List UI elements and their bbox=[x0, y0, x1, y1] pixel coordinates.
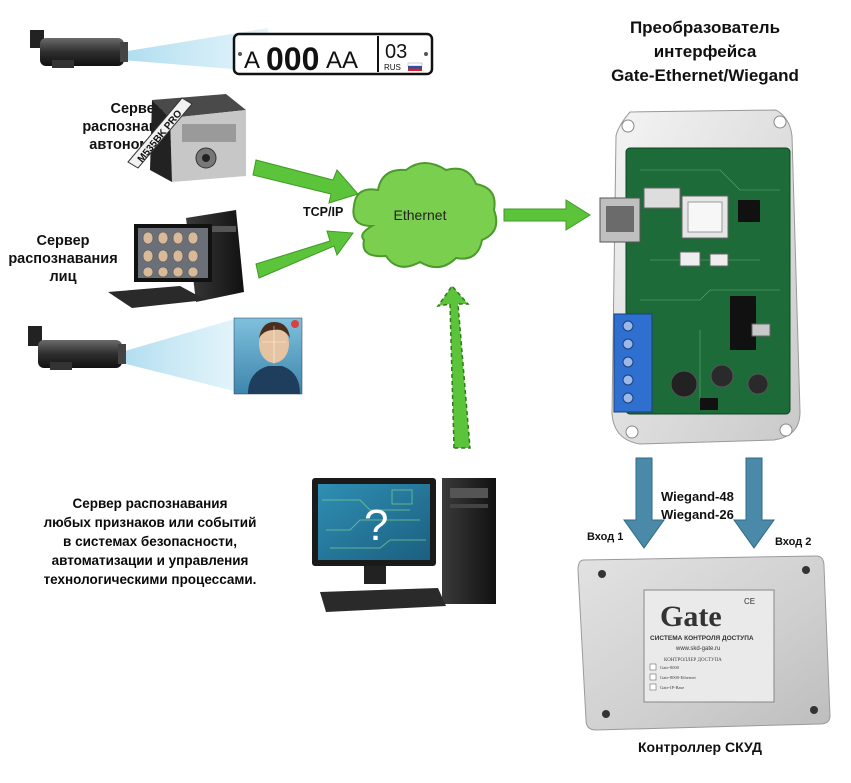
controller-label-plate bbox=[643, 589, 775, 703]
converter-title-line-2: интерфейса bbox=[653, 42, 757, 61]
terminal-block bbox=[613, 313, 653, 413]
controller-label: Контроллер СКУД bbox=[638, 739, 762, 755]
arrow-to-input-1 bbox=[623, 457, 665, 549]
access-controller: Gate CE СИСТЕМА КОНТРОЛЯ ДОСТУПА www.skd… bbox=[577, 555, 831, 731]
question-mark: ? bbox=[364, 501, 388, 550]
face-recognition-image bbox=[233, 317, 303, 395]
any-server-line-5: технологическими процессами. bbox=[43, 572, 257, 587]
pc-tower bbox=[442, 478, 496, 604]
ethernet-label: Ethernet bbox=[394, 207, 447, 223]
any-server-line-4: автоматизации и управления bbox=[51, 553, 249, 568]
controller-site: www.skd-gate.ru bbox=[675, 646, 720, 652]
input-1-label: Вход 1 bbox=[587, 531, 624, 543]
controller-model-2: Gate-8000-Ethernet bbox=[660, 675, 696, 680]
controller-cert: CE bbox=[744, 597, 755, 606]
dashed-arrow-pc-to-cloud bbox=[436, 284, 471, 449]
plate-country: RUS bbox=[384, 63, 401, 72]
arrow-faces-to-cloud bbox=[255, 230, 354, 279]
plate-server-line-1: Сервер bbox=[110, 101, 164, 117]
pc-keyboard bbox=[320, 588, 446, 612]
face-server-computer bbox=[108, 210, 244, 308]
plate-region: 03 bbox=[385, 41, 407, 63]
face-server-line-3: лиц bbox=[49, 269, 77, 285]
controller-brand: Gate bbox=[660, 600, 722, 633]
pc-screen bbox=[318, 484, 430, 560]
generic-recognition-computer: ? bbox=[312, 478, 496, 612]
plate-camera-beam bbox=[122, 28, 268, 72]
plate-camera bbox=[30, 28, 268, 72]
arrow-plates-to-cloud bbox=[252, 159, 359, 204]
converter-title: Преобразователь интерфейса Gate-Ethernet… bbox=[585, 16, 825, 88]
tcpip-label: TCP/IP bbox=[303, 205, 344, 219]
face-server-label: Сервер распознавания лиц bbox=[8, 232, 118, 286]
controller-panel-title: КОНТРОЛЛЕР ДОСТУПА bbox=[664, 658, 722, 663]
any-server-line-3: в системах безопасности, bbox=[63, 534, 237, 549]
plate-number: 000 bbox=[266, 41, 319, 77]
face-server-keyboard bbox=[108, 286, 206, 308]
converter-title-line-1: Преобразователь bbox=[629, 18, 781, 37]
face-camera bbox=[28, 318, 238, 392]
face-camera-beam bbox=[118, 318, 238, 392]
plate-series-right: АА bbox=[326, 47, 358, 74]
blue-arrows bbox=[623, 457, 775, 549]
face-server-line-1: Сервер bbox=[36, 233, 90, 249]
license-plate: А 000 АА 03 RUS bbox=[232, 32, 434, 77]
input-2-label: Вход 2 bbox=[775, 536, 812, 548]
arrow-cloud-to-converter bbox=[503, 199, 591, 231]
wiegand-26-label: Wiegand-26 bbox=[661, 507, 734, 522]
any-server-line-2: любых признаков или событий bbox=[43, 515, 257, 530]
converter-device bbox=[599, 109, 801, 445]
dip-chip bbox=[730, 296, 756, 350]
controller-subtitle: СИСТЕМА КОНТРОЛЯ ДОСТУПА bbox=[650, 635, 754, 642]
plate-series-left: А bbox=[244, 47, 260, 74]
any-server-label: Сервер распознавания любых признаков или… bbox=[10, 494, 290, 589]
controller-model-1: Gate-8000 bbox=[660, 665, 680, 670]
face-server-line-2: распознавания bbox=[8, 251, 118, 267]
ethernet-cloud bbox=[352, 162, 498, 269]
plate-server-nvr: M535BK PRO bbox=[127, 94, 246, 182]
any-server-line-1: Сервер распознавания bbox=[72, 496, 228, 511]
controller-model-3: Gate-IP-Base bbox=[660, 685, 684, 690]
converter-title-line-3: Gate-Ethernet/Wiegand bbox=[611, 66, 799, 85]
wiegand-48-label: Wiegand-48 bbox=[661, 489, 734, 504]
capacitor bbox=[670, 370, 698, 398]
arrow-to-input-2 bbox=[733, 457, 775, 549]
green-arrows bbox=[252, 159, 591, 279]
